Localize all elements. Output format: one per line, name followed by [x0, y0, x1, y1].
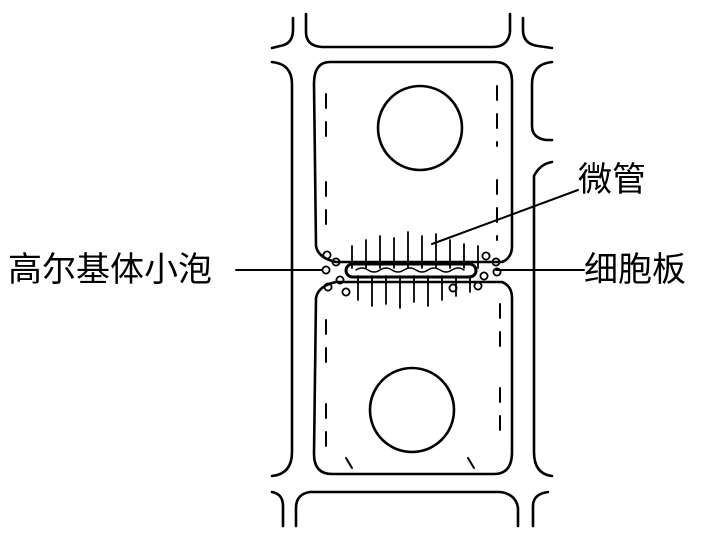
upper-daughter-cell	[312, 60, 514, 264]
golgi-vesicles	[321, 250, 502, 297]
upper-nucleus	[376, 84, 464, 172]
neighbor-cell-walls	[270, 12, 554, 528]
microtubule-leader-line	[431, 189, 579, 245]
lower-daughter-cell	[312, 280, 514, 476]
golgi-vesicle-label: 高尔基体小泡	[8, 250, 212, 290]
cell-plate	[344, 262, 478, 279]
lower-nucleus	[368, 366, 456, 454]
microtubule-label: 微管	[578, 160, 646, 200]
cell-plate-label: 细胞板	[584, 250, 686, 290]
leader-lines	[235, 189, 585, 271]
